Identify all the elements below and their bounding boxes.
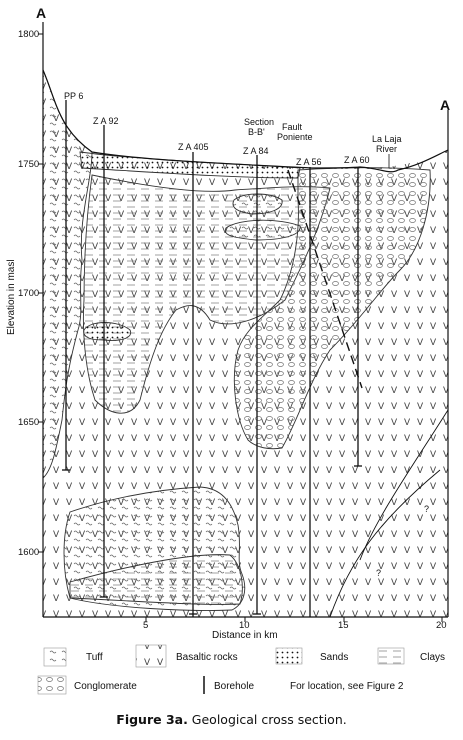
legend-location-note: For location, see Figure 2	[290, 681, 404, 692]
fault-poniente-label: Fault	[282, 122, 303, 132]
x-tick-label: 20	[436, 620, 447, 631]
y-tick-label: 1700	[18, 288, 39, 299]
legend-sands: Sands	[320, 652, 348, 663]
section-bb-label: Section	[244, 117, 274, 127]
legend-clays: Clays	[420, 652, 445, 663]
y-tick-label: 1750	[18, 159, 39, 170]
y-tick-label: 1800	[18, 29, 39, 40]
well-label-za60: Z A 60	[344, 155, 370, 165]
clay-lens-lower	[69, 554, 243, 605]
unknown-unit-mark: ?	[376, 568, 381, 578]
well-label-za56: Z A 56	[296, 157, 322, 167]
well-label-za92: Z A 92	[93, 116, 119, 126]
figure-caption: Figure 3a. Geological cross section.	[0, 712, 463, 727]
x-tick-label: 15	[338, 620, 349, 631]
figure-caption-text: Geological cross section.	[187, 712, 347, 727]
x-tick-label: 10	[239, 620, 250, 631]
la-laja-river-label: River	[376, 144, 397, 154]
y-axis-ticks	[38, 33, 43, 553]
legend-tuff: Tuff	[86, 652, 103, 663]
figure-caption-number: Figure 3a.	[116, 712, 188, 727]
cross-section-figure: V	[6, 5, 450, 695]
conglomerate-unit	[233, 167, 431, 450]
legend-conglomerate: Conglomerate	[74, 681, 137, 692]
x-axis-label: Distance in km	[212, 630, 278, 641]
well-label-pp6: PP 6	[64, 91, 83, 101]
section-bb-label: B-B'	[248, 127, 265, 137]
basement-contact-2	[329, 469, 441, 618]
la-laja-river-label: La Laja	[372, 134, 402, 144]
well-label-za84: Z A 84	[243, 146, 269, 156]
y-tick-label: 1600	[18, 547, 39, 558]
y-axis-label: Elevation in masl	[6, 259, 17, 335]
surface-profile	[42, 69, 449, 173]
sands-lens	[83, 322, 132, 341]
section-end-left: A	[36, 5, 46, 21]
well-label-za405: Z A 405	[178, 142, 209, 152]
section-end-right: A	[440, 97, 450, 113]
legend-borehole: Borehole	[214, 681, 254, 692]
x-tick-label: 5	[143, 620, 148, 631]
fault-poniente-label: Poniente	[277, 132, 313, 142]
x-axis-ticks	[145, 617, 443, 622]
fault-poniente-line	[287, 169, 363, 389]
y-tick-label: 1650	[18, 417, 39, 428]
legend-basaltic: Basaltic rocks	[176, 652, 238, 663]
unknown-unit-mark: ?	[424, 504, 429, 514]
legend: Tuff Basaltic rocks Sands Clays Conglome…	[37, 644, 445, 695]
